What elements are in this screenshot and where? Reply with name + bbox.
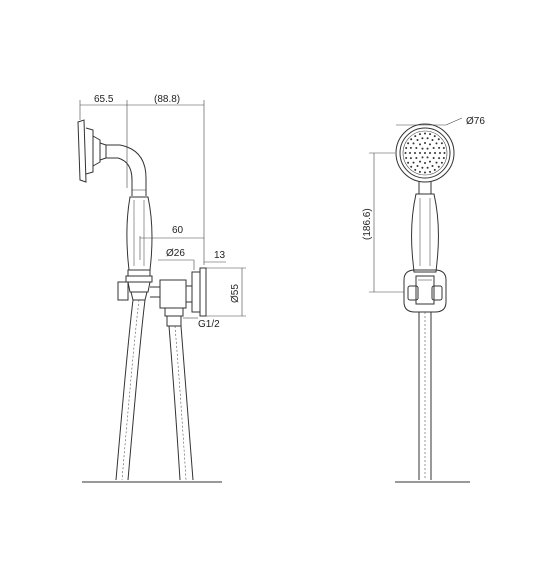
nozzle-dot <box>442 146 445 149</box>
dim-head-dia: Ø76 <box>466 116 485 127</box>
side-shower-head <box>77 119 107 183</box>
nozzle-dot <box>439 152 441 154</box>
nozzle-dot <box>429 133 432 136</box>
nozzle-dot <box>418 170 421 173</box>
nozzle-dot <box>424 162 426 164</box>
nozzle-dot <box>416 164 419 167</box>
nozzle-dot <box>412 142 415 145</box>
nozzle-dot <box>435 161 438 164</box>
nozzle-dot <box>424 171 426 174</box>
nozzle-dot <box>407 142 410 145</box>
nozzle-dot <box>429 170 432 173</box>
nozzle-dot <box>424 132 426 135</box>
front-hose <box>418 312 432 480</box>
side-neck <box>106 144 147 196</box>
nozzle-dot <box>443 152 446 154</box>
front-shower-head <box>395 123 455 183</box>
nozzle-dot <box>409 152 411 154</box>
nozzle-dot <box>414 152 416 154</box>
front-view: Ø76 (186.6) <box>362 116 485 483</box>
nozzle-dot <box>431 164 434 167</box>
side-view: 65.5 (88.8) 60 Ø26 13 Ø55 G1/2 <box>77 94 246 483</box>
nozzle-dot <box>421 166 424 169</box>
nozzle-dot <box>419 152 421 154</box>
nozzle-dot <box>437 165 440 168</box>
nozzle-dot <box>442 157 445 160</box>
nozzle-dot <box>431 139 434 142</box>
nozzle-dot <box>421 137 424 140</box>
nozzle-dot <box>409 157 412 160</box>
nozzle-dot <box>419 160 421 163</box>
nozzle-dot <box>424 152 426 154</box>
nozzle-dot <box>432 157 435 159</box>
nozzle-dot <box>438 157 441 160</box>
nozzle-dot <box>410 165 413 168</box>
front-handle <box>411 193 439 273</box>
nozzle-dot <box>415 157 418 159</box>
front-neck <box>418 182 432 194</box>
nozzle-dot <box>426 137 429 140</box>
dim-head-offset: 65.5 <box>94 94 114 105</box>
nozzle-dot <box>414 168 417 171</box>
nozzle-dot <box>421 147 424 150</box>
nozzle-dot <box>426 147 429 150</box>
front-dimension-lines <box>369 117 463 293</box>
nozzle-dot <box>405 157 408 160</box>
dim-outlet-dia: Ø26 <box>166 248 185 259</box>
dim-bracket-depth: 60 <box>172 225 184 236</box>
nozzle-dot <box>432 147 435 149</box>
nozzle-dot <box>416 139 419 142</box>
dim-handle-length: (186.6) <box>362 208 373 240</box>
nozzle-dot <box>412 161 415 164</box>
nozzle-dot <box>415 147 418 149</box>
nozzle-dot <box>435 142 438 145</box>
nozzle-dot <box>407 161 410 164</box>
nozzle-dot <box>437 138 440 141</box>
nozzle-dot <box>419 143 421 146</box>
nozzle-dot <box>429 152 431 154</box>
dim-thread: G1/2 <box>198 319 220 330</box>
front-holder <box>403 269 447 313</box>
nozzle-dot <box>414 135 417 138</box>
side-hoses <box>115 299 194 481</box>
nozzle-dot <box>409 146 412 149</box>
side-dimension-lines <box>79 100 246 319</box>
nozzle-dot <box>440 142 443 145</box>
side-handle <box>125 196 153 301</box>
side-bracket <box>117 267 207 327</box>
nozzle-dot <box>433 168 436 171</box>
nozzle-dot <box>421 156 424 159</box>
nozzle-dot <box>424 142 426 144</box>
nozzle-dot <box>426 166 429 169</box>
nozzle-dot <box>438 146 441 149</box>
nozzle-dot <box>429 160 431 163</box>
dim-flange-depth: 13 <box>214 250 226 261</box>
nozzle-dot <box>426 156 429 159</box>
nozzle-dot <box>405 146 408 149</box>
nozzle-dot <box>418 133 421 136</box>
dim-flange-dia: Ø55 <box>230 284 241 303</box>
dim-hook-reach: (88.8) <box>154 94 180 105</box>
nozzle-dot <box>440 161 443 164</box>
nozzle-dot <box>433 135 436 138</box>
nozzle-dot <box>410 138 413 141</box>
nozzle-dot <box>404 152 407 154</box>
nozzle-dot <box>429 143 431 146</box>
nozzle-dot <box>434 152 436 154</box>
